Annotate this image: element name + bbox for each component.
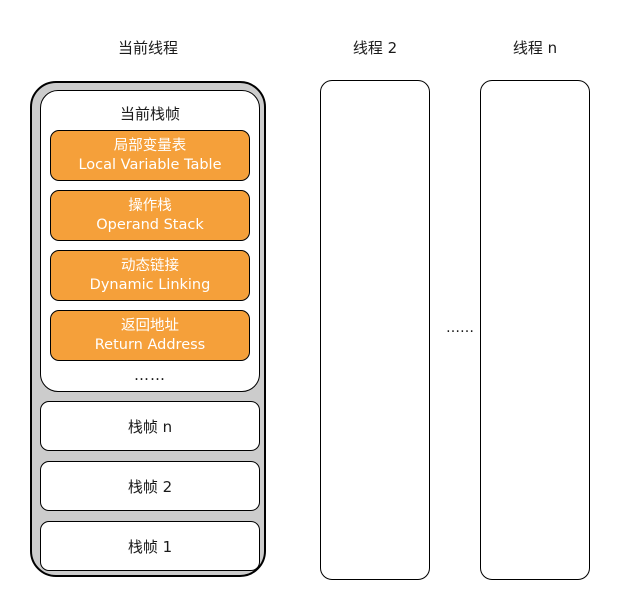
operand-stack-en: Operand Stack <box>96 216 204 233</box>
thread-2-stack <box>320 80 430 580</box>
current-thread-title: 当前线程 <box>117 39 178 57</box>
dynamic-linking: 动态链接 Dynamic Linking <box>50 250 250 301</box>
thread-n-title: 线程 n <box>512 39 558 57</box>
current-frame-title: 当前栈帧 <box>119 105 180 123</box>
return-address-zh: 返回地址 <box>121 317 179 334</box>
operand-stack-zh: 操作栈 <box>128 197 172 214</box>
thread-2-title: 线程 2 <box>352 39 398 57</box>
operand-stack: 操作栈 Operand Stack <box>50 190 250 241</box>
frame-ellipsis: …… <box>134 366 166 384</box>
local-variable-table-en: Local Variable Table <box>78 156 222 173</box>
return-address-en: Return Address <box>94 336 206 353</box>
threads-ellipsis: …… <box>446 320 474 336</box>
local-variable-table: 局部变量表 Local Variable Table <box>50 130 250 181</box>
stack-frame-2: 栈帧 2 <box>40 461 260 511</box>
thread-n-stack <box>480 80 590 580</box>
stack-frame-1-label: 栈帧 1 <box>127 537 173 556</box>
stack-frame-2-label: 栈帧 2 <box>127 477 173 496</box>
dynamic-linking-en: Dynamic Linking <box>89 276 211 293</box>
return-address: 返回地址 Return Address <box>50 310 250 361</box>
stack-frame-n-label: 栈帧 n <box>127 417 173 436</box>
dynamic-linking-zh: 动态链接 <box>121 257 179 274</box>
local-variable-table-zh: 局部变量表 <box>113 137 187 154</box>
stack-frame-1: 栈帧 1 <box>40 521 260 571</box>
stack-frame-n: 栈帧 n <box>40 401 260 451</box>
